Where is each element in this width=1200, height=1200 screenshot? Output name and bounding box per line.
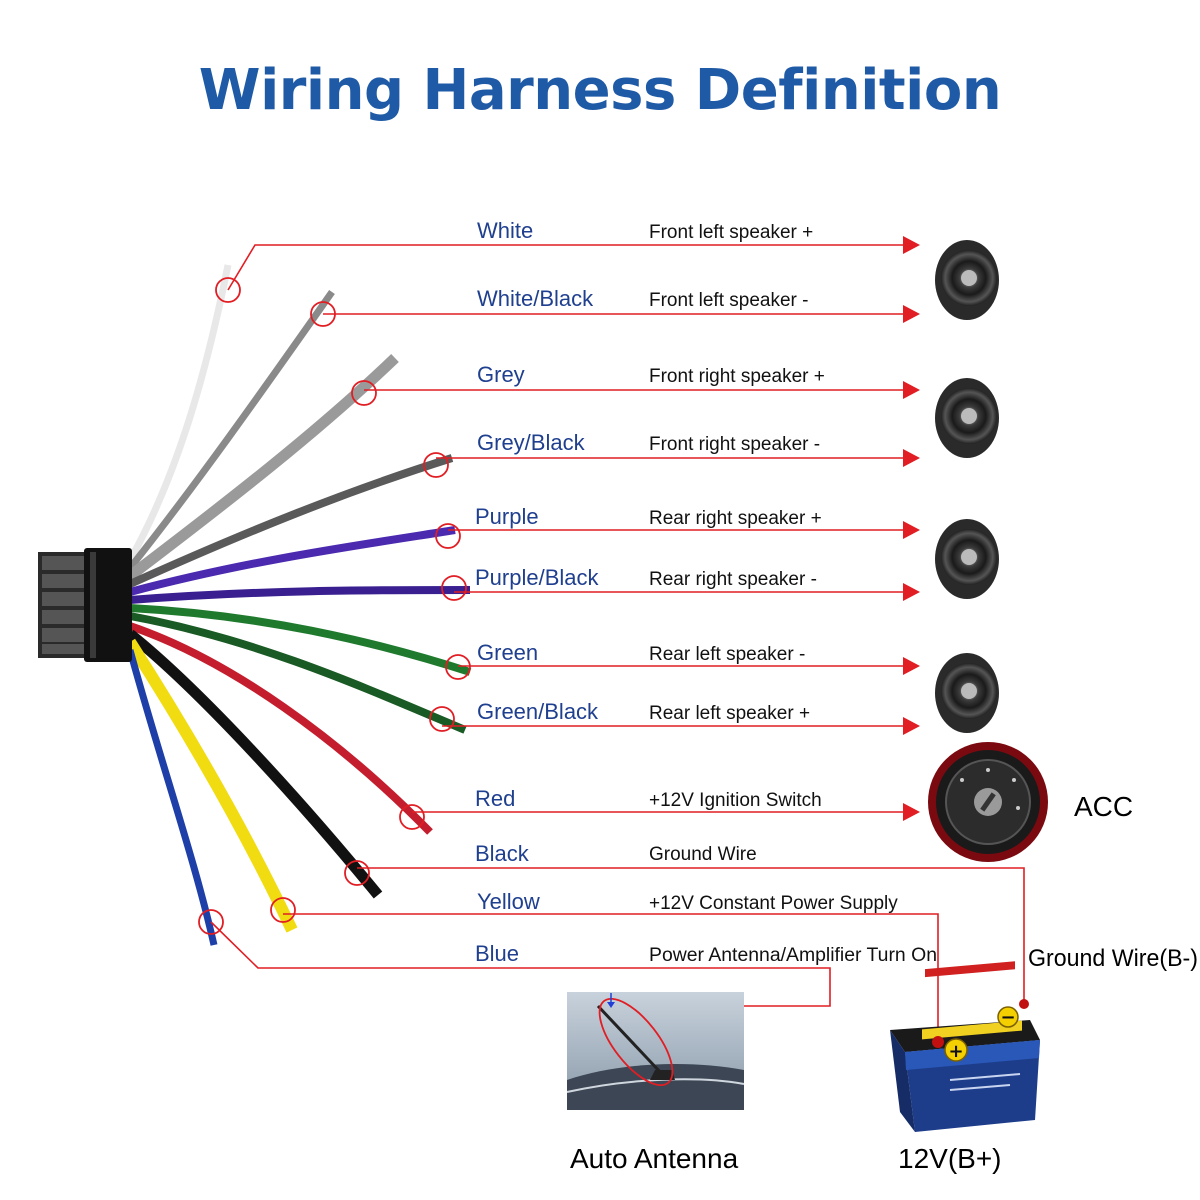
wire-name: Purple/Black (475, 565, 600, 590)
wire-name: Blue (475, 941, 519, 966)
leader-lines (210, 244, 1025, 1040)
wire-name: Grey (477, 362, 525, 387)
wire-function: Front left speaker + (649, 222, 813, 243)
wire-grey (126, 354, 399, 581)
harness-connector (38, 548, 132, 662)
wire-white-black (127, 289, 335, 571)
speaker-icon (935, 240, 999, 320)
wire-purple (128, 526, 456, 596)
wire-function: Rear right speaker - (649, 569, 817, 590)
wire-name: Grey/Black (477, 430, 586, 455)
ignition-switch-icon (928, 742, 1048, 862)
wire-name: Green/Black (477, 699, 599, 724)
acc-label: ACC (1074, 791, 1133, 822)
wire-function: Rear right speaker + (649, 508, 822, 529)
wire-name-labels: White White/Black Grey Grey/Black Purple… (475, 218, 600, 966)
wire-name: Purple (475, 504, 539, 529)
wire-red (128, 622, 433, 835)
wire-name: White/Black (477, 286, 594, 311)
wire-function: Rear left speaker + (649, 703, 810, 724)
function-labels: Front left speaker + Front left speaker … (649, 222, 937, 966)
speaker-icon (935, 653, 999, 733)
leader-yellow (283, 913, 939, 1040)
auto-antenna-label: Auto Antenna (570, 1143, 739, 1174)
wire-function: +12V Constant Power Supply (649, 893, 898, 914)
wire-black (126, 629, 383, 899)
antenna-picture (566, 992, 745, 1110)
wire-name: Green (477, 640, 538, 665)
wire-purple-black (129, 586, 471, 604)
battery-label: 12V(B+) (898, 1143, 1002, 1174)
wire-function: Front left speaker - (649, 290, 808, 311)
wire-green (129, 604, 472, 676)
wire-name: Yellow (477, 889, 540, 914)
wire-function: Rear left speaker - (649, 644, 805, 665)
svg-text:−: − (1000, 1007, 1015, 1028)
leader-blue (210, 921, 831, 1007)
ground-wire-label: Ground Wire(B-) (1028, 945, 1198, 972)
wire-name: Black (475, 841, 530, 866)
speaker-icon (935, 519, 999, 599)
wire-name: White (477, 218, 533, 243)
wire-function: Front right speaker - (649, 434, 820, 455)
leader-black (357, 867, 1025, 1000)
highlight-circles (198, 277, 471, 935)
wire-function: Ground Wire (649, 844, 757, 865)
wire-yellow (124, 638, 298, 933)
leader-white (227, 244, 905, 291)
wire-function: +12V Ignition Switch (649, 790, 822, 811)
arrow-heads (903, 236, 920, 821)
wire-name: Red (475, 786, 515, 811)
wire-grey-black (128, 454, 454, 588)
diagram-title: Wiring Harness Definition (198, 58, 1002, 123)
wire-bundle (124, 264, 472, 946)
battery-picture: + − (890, 961, 1040, 1132)
wire-green-black (129, 612, 467, 734)
speaker-icon (935, 378, 999, 458)
wire-function: Power Antenna/Amplifier Turn On (649, 945, 937, 966)
svg-text:+: + (948, 1041, 963, 1062)
wire-white (126, 264, 232, 562)
wire-function: Front right speaker + (649, 366, 825, 387)
